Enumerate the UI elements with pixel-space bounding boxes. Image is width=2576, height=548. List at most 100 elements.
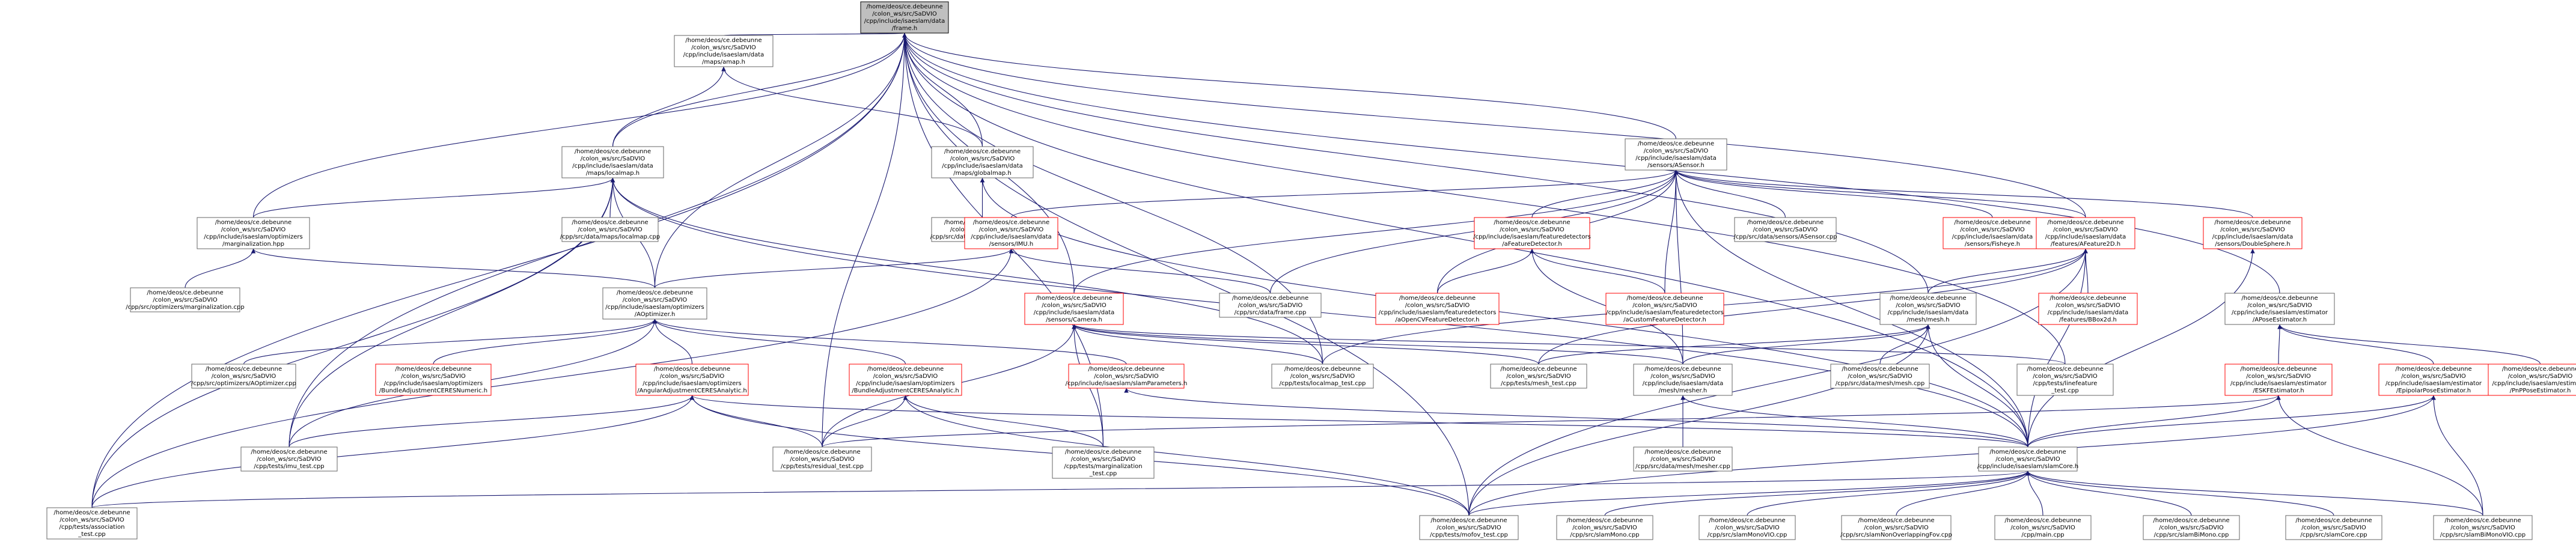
file-node-residual-test[interactable]: /home/deos/ce.debeunne/colon_ws/src/SaDV…: [772, 446, 872, 472]
file-node-marg-test[interactable]: /home/deos/ce.debeunne/colon_ws/src/SaDV…: [1052, 446, 1155, 479]
include-edge-marg_hpp-aoptimizer: [251, 248, 656, 288]
file-node-dsphere[interactable]: /home/deos/ce.debeunne/colon_ws/src/SaDV…: [2203, 217, 2303, 249]
file-node-slamcore-cpp[interactable]: /home/deos/ce.debeunne/colon_ws/src/SaDV…: [2285, 515, 2382, 540]
file-node-aoptimizer[interactable]: /home/deos/ce.debeunne/colon_ws/src/SaDV…: [602, 287, 707, 320]
node-path-line: /cpp/src/data/frame.cpp: [1235, 309, 1307, 316]
file-node-acustom[interactable]: /home/deos/ce.debeunne/colon_ws/src/SaDV…: [1605, 293, 1724, 325]
include-edge-frame-marg_hpp: [252, 32, 907, 218]
node-box: [1734, 217, 1837, 242]
node-path-line: /cpp/tests/mofov_test.cpp: [1430, 532, 1508, 538]
node-box: [2036, 217, 2135, 249]
node-box: [2203, 217, 2303, 249]
file-node-amap[interactable]: /home/deos/ce.debeunne/colon_ws/src/SaDV…: [674, 35, 774, 67]
node-path-line: /cpp/include/isaeslam/data: [2045, 234, 2126, 240]
node-path-line: /home/deos/ce.debeunne: [2153, 517, 2229, 524]
node-path-line: /sensors/ASensor.h: [1647, 162, 1705, 169]
include-edge-aa_ceres-imu_test: [288, 395, 695, 448]
file-node-localmap-h[interactable]: /home/deos/ce.debeunne/colon_ws/src/SaDV…: [561, 146, 664, 178]
include-edge-eskf-residual_test: [822, 395, 2281, 448]
node-path-line: /colon_ws/src/SaDVIO: [1848, 373, 1912, 380]
file-node-asensor[interactable]: /home/deos/ce.debeunne/colon_ws/src/SaDV…: [1625, 138, 1727, 171]
include-edge-frame-localmap_h: [612, 32, 907, 147]
include-edge-eskf-slamcore: [2027, 395, 2281, 448]
file-node-localmap-test[interactable]: /home/deos/ce.debeunne/colon_ws/src/SaDV…: [1271, 364, 1374, 389]
file-node-imu-h[interactable]: /home/deos/ce.debeunne/colon_ws/src/SaDV…: [964, 217, 1058, 249]
file-node-slamnonov[interactable]: /home/deos/ce.debeunne/colon_ws/src/SaDV…: [1840, 515, 1952, 540]
file-node-mesh-cpp[interactable]: /home/deos/ce.debeunne/colon_ws/src/SaDV…: [1830, 364, 1930, 389]
include-edge-slamcore-slamnonov: [1896, 470, 2030, 516]
node-path-line: /colon_ws/src/SaDVIO: [2301, 525, 2366, 531]
file-node-slammono[interactable]: /home/deos/ce.debeunne/colon_ws/src/SaDV…: [1556, 515, 1653, 540]
node-path-line: /aOpenCVFeatureDetector.h: [1396, 317, 1480, 323]
file-node-frame[interactable]: /home/deos/ce.debeunne/colon_ws/src/SaDV…: [860, 1, 949, 34]
node-path-line: /home/deos/ce.debeunne: [2027, 366, 2103, 373]
node-path-line: /AngularAdjustmentCERESAnalytic.h: [637, 388, 746, 394]
include-edge-localmap_h-localmap_test: [610, 177, 1323, 365]
node-box: [1271, 364, 1374, 389]
file-node-aa-ceres[interactable]: /home/deos/ce.debeunne/colon_ws/src/SaDV…: [635, 364, 749, 396]
node-path-line: /colon_ws/src/SaDVIO: [221, 227, 286, 233]
node-path-line: /home/deos/ce.debeunne: [1430, 517, 1507, 524]
file-node-frame-cpp[interactable]: /home/deos/ce.debeunne/colon_ws/src/SaDV…: [1219, 293, 1322, 318]
file-node-mesh-test[interactable]: /home/deos/ce.debeunne/colon_ws/src/SaDV…: [1490, 364, 1587, 389]
file-node-ba-num[interactable]: /home/deos/ce.debeunne/colon_ws/src/SaDV…: [375, 364, 492, 396]
node-path-line: /home/deos/ce.debeunne: [1494, 219, 1570, 226]
node-path-line: /home/deos/ce.debeunne: [1644, 449, 1721, 455]
file-node-localmap-cpp[interactable]: /home/deos/ce.debeunne/colon_ws/src/SaDV…: [560, 217, 660, 242]
file-node-main-cpp[interactable]: /home/deos/ce.debeunne/colon_ws/src/SaDV…: [1994, 515, 2092, 540]
node-path-line: /cpp/include/isaeslam/data: [1888, 309, 1969, 316]
file-node-assoc-test[interactable]: /home/deos/ce.debeunne/colon_ws/src/SaDV…: [46, 507, 138, 540]
file-node-mofov-test[interactable]: /home/deos/ce.debeunne/colon_ws/src/SaDV…: [1419, 515, 1519, 540]
file-node-slambimonovio[interactable]: /home/deos/ce.debeunne/colon_ws/src/SaDV…: [2433, 515, 2533, 540]
include-edge-asensor-slamcore: [1673, 169, 2028, 448]
include-edge-amap-globalmap_h: [721, 66, 983, 147]
file-node-marg-cpp[interactable]: /home/deos/ce.debeunne/colon_ws/src/SaDV…: [126, 287, 245, 312]
file-node-mesh-h[interactable]: /home/deos/ce.debeunne/colon_ws/src/SaDV…: [1879, 293, 1977, 325]
file-node-afeatdet[interactable]: /home/deos/ce.debeunne/colon_ws/src/SaDV…: [1473, 217, 1591, 249]
node-path-line: /home/deos/ce.debeunne: [575, 148, 651, 155]
include-edge-frame-mesh_h: [902, 32, 1929, 294]
include-edge-slamcore-slamcore_cpp: [2025, 470, 2334, 516]
file-node-aopt-cpp[interactable]: /home/deos/ce.debeunne/colon_ws/src/SaDV…: [191, 364, 296, 389]
node-path-line: /cpp/include/isaeslam/data: [683, 52, 765, 58]
include-edge-aa_ceres-residual_test: [689, 395, 823, 448]
node-path-line: /cpp/src/data/mesh/mesh.cpp: [1836, 380, 1924, 387]
file-node-fisheye[interactable]: /home/deos/ce.debeunne/colon_ws/src/SaDV…: [1943, 217, 2042, 249]
file-node-ft-test[interactable]: /home/deos/ce.debeunne/colon_ws/src/SaDV…: [2016, 364, 2114, 396]
file-node-eskf[interactable]: /home/deos/ce.debeunne/colon_ws/src/SaDV…: [2224, 364, 2333, 396]
node-path-line: /colon_ws/src/SaDVIO: [1436, 525, 1501, 531]
file-node-afeature2d[interactable]: /home/deos/ce.debeunne/colon_ws/src/SaDV…: [2036, 217, 2135, 249]
file-node-slamcore[interactable]: /home/deos/ce.debeunne/colon_ws/src/SaDV…: [1977, 446, 2079, 472]
node-path-line: /cpp/include/isaeslam/optimizers: [605, 304, 704, 311]
node-box: [1419, 515, 1519, 540]
file-node-mesher-cpp[interactable]: /home/deos/ce.debeunne/colon_ws/src/SaDV…: [1633, 446, 1733, 472]
node-path-line: /home/deos/ce.debeunne: [2502, 366, 2576, 373]
include-edge-epipolar-slamcore: [2027, 395, 2436, 448]
file-node-slammonovio[interactable]: /home/deos/ce.debeunne/colon_ws/src/SaDV…: [1699, 515, 1796, 540]
include-edge-slamcore-mofov_test: [1468, 470, 2030, 516]
include-edge-amap-localmap_h: [612, 66, 726, 147]
node-path-line: /colon_ws/src/SaDVIO: [1572, 525, 1637, 531]
node-path-line: /cpp/include/isaeslam/estimator: [2232, 309, 2328, 316]
file-node-bbox[interactable]: /home/deos/ce.debeunne/colon_ws/src/SaDV…: [2038, 293, 2138, 325]
include-edge-asensor-dsphere: [1673, 169, 2253, 218]
file-node-ba-ana[interactable]: /home/deos/ce.debeunne/colon_ws/src/SaDV…: [849, 364, 962, 396]
node-path-line: /colon_ws/src/SaDVIO: [1238, 302, 1303, 309]
file-node-aocv[interactable]: /home/deos/ce.debeunne/colon_ws/src/SaDV…: [1375, 293, 1500, 325]
include-edge-mesher_h-slamcore: [1680, 395, 2028, 448]
file-node-params[interactable]: /home/deos/ce.debeunne/colon_ws/src/SaDV…: [1066, 364, 1188, 389]
file-node-epipolar[interactable]: /home/deos/ce.debeunne/colon_ws/src/SaDV…: [2378, 364, 2489, 396]
file-node-aposeest[interactable]: /home/deos/ce.debeunne/colon_ws/src/SaDV…: [2224, 293, 2335, 325]
file-node-acamera[interactable]: /home/deos/ce.debeunne/colon_ws/src/SaDV…: [1024, 293, 1124, 325]
node-path-line: /home/deos/ce.debeunne: [1638, 141, 1714, 147]
file-node-asensor-cpp[interactable]: /home/deos/ce.debeunne/colon_ws/src/SaDV…: [1733, 217, 1837, 242]
include-edge-imu_h-frame_cpp: [1009, 248, 1271, 294]
file-node-imu-test[interactable]: /home/deos/ce.debeunne/colon_ws/src/SaDV…: [240, 446, 338, 472]
file-node-mesher-h[interactable]: /home/deos/ce.debeunne/colon_ws/src/SaDV…: [1633, 364, 1733, 396]
node-path-line: /home/deos/ce.debeunne: [53, 510, 130, 516]
file-node-marg-hpp[interactable]: /home/deos/ce.debeunne/colon_ws/src/SaDV…: [197, 217, 310, 249]
file-node-globalmap-h[interactable]: /home/deos/ce.debeunne/colon_ws/src/SaDV…: [931, 146, 1034, 178]
file-node-pnp[interactable]: /home/deos/ce.debeunne/colon_ws/src/SaDV…: [2488, 364, 2576, 396]
node-path-line: /cpp/tests/localmap_test.cpp: [1280, 380, 1366, 387]
file-node-slambimono[interactable]: /home/deos/ce.debeunne/colon_ws/src/SaDV…: [2143, 515, 2240, 540]
